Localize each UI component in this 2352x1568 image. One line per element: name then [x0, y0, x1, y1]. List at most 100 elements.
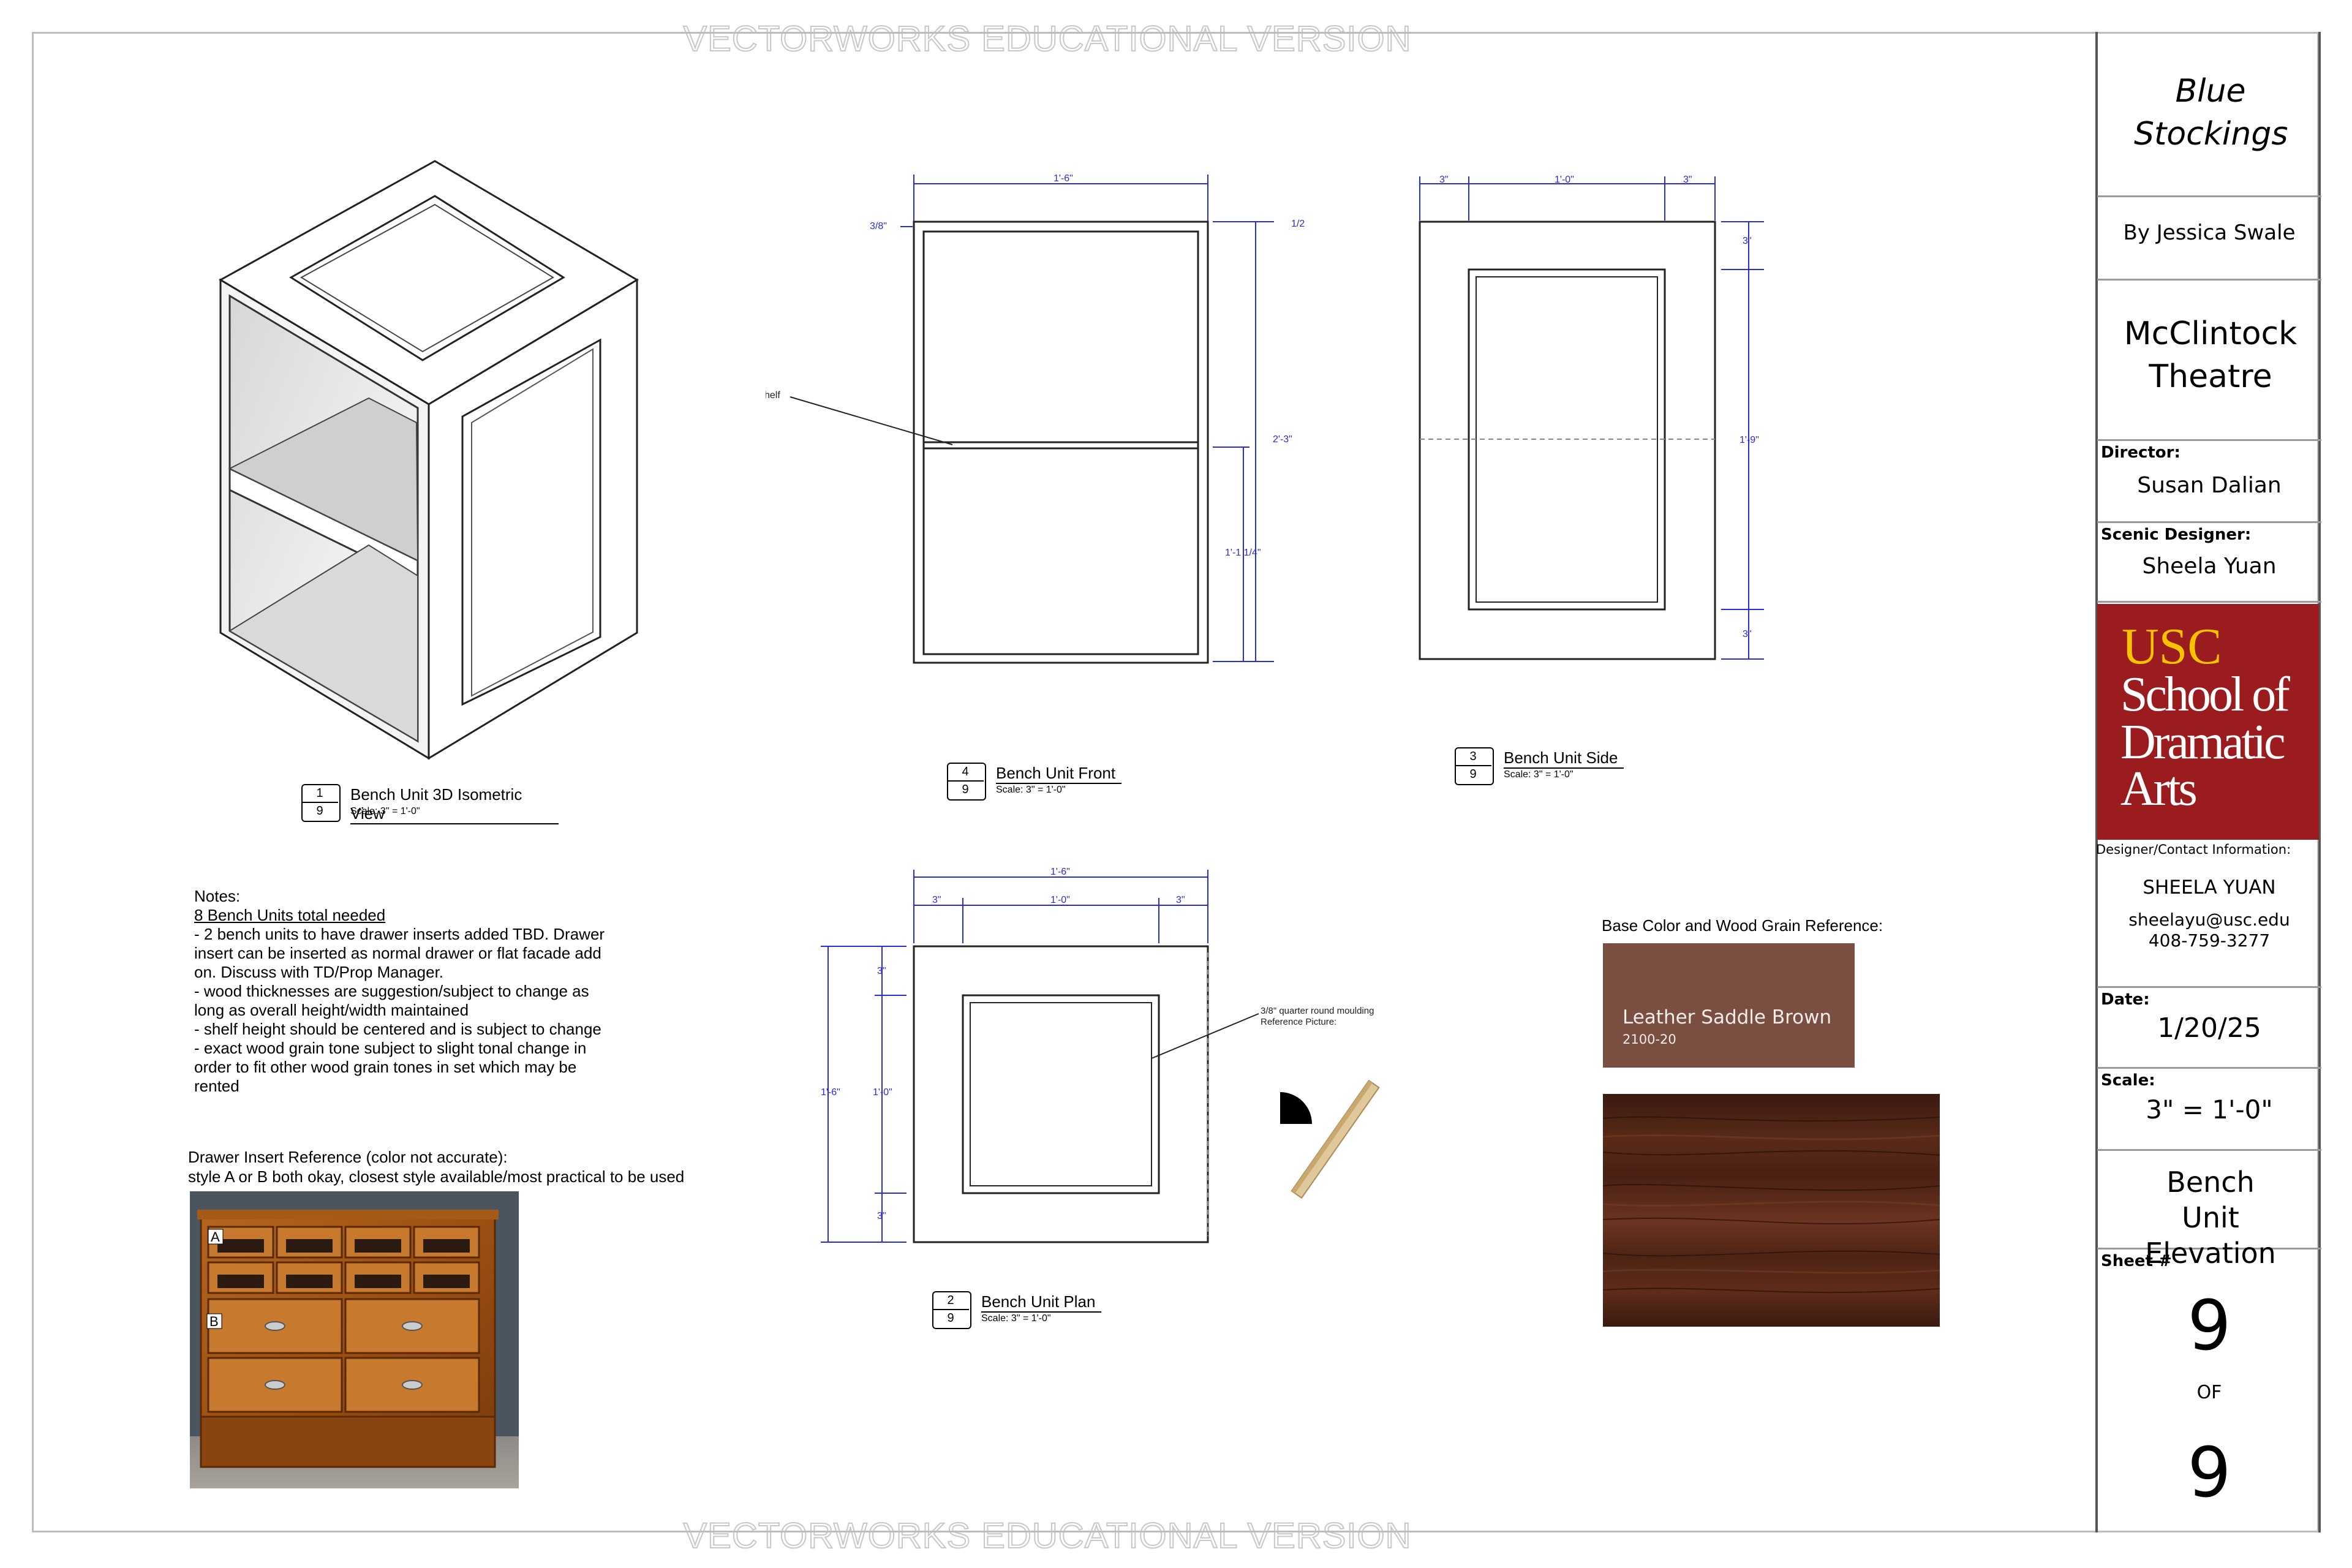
- color-swatch-name: Leather Saddle Brown: [1623, 1006, 1832, 1028]
- front-view-scale: Scale: 3" = 1'-0": [996, 785, 1066, 795]
- school-logo: USC School of Dramatic Arts: [2097, 604, 2319, 840]
- side-view-number: 3: [1469, 750, 1477, 763]
- plan-bottom-dim: 3": [877, 1211, 886, 1221]
- iso-view-sheet: 9: [316, 804, 323, 818]
- notes-line: order to fit other wood grain tones in s…: [194, 1058, 577, 1076]
- plan-depth-dim: 1'-6": [821, 1087, 840, 1098]
- front-width-dim: 1'-6": [1054, 173, 1073, 184]
- iso-view-drawing: [218, 160, 639, 760]
- front-view-drawing: 1'-6" 3/8" 1/2" 2'-3" 1'-1 1/4" shelf: [766, 173, 1305, 664]
- plan-left-dim: 3": [932, 895, 941, 905]
- tb-author: By Jessica Swale: [2097, 197, 2321, 281]
- side-mid-dim: 1'-0": [1555, 175, 1574, 185]
- plan-view-number: 2: [947, 1294, 954, 1307]
- iso-view-tag: 1 9 Bench Unit 3D Isometric View Scale: …: [301, 784, 559, 824]
- front-shelf-height-dim: 1'-1 1/4": [1225, 548, 1261, 558]
- drawer-ref-line-1: Drawer Insert Reference (color not accur…: [188, 1148, 508, 1166]
- notes-line: - wood thicknesses are suggestion/subjec…: [194, 982, 589, 1000]
- side-right-dim: 3": [1683, 175, 1692, 185]
- iso-view-title: Bench Unit 3D Isometric View: [350, 785, 559, 824]
- side-view-title: Bench Unit Side: [1504, 748, 1624, 769]
- notes-line: - 2 bench units to have drawer inserts a…: [194, 925, 605, 943]
- plan-view-title: Bench Unit Plan: [981, 1292, 1102, 1313]
- side-bottom-dim: 3": [1743, 629, 1752, 639]
- logo-line-3: Dramatic: [2120, 715, 2286, 769]
- notes-underlined: 8 Bench Units total needed: [194, 906, 386, 924]
- tb-contact: Designer/Contact Information: SHEELA YUA…: [2096, 840, 2321, 988]
- wood-grain-reference: [1603, 1094, 1940, 1327]
- plan-view-sheet: 9: [947, 1311, 954, 1325]
- notes-line: on. Discuss with TD/Prop Manager.: [194, 963, 444, 981]
- quarter-round-profile-icon: [1280, 1092, 1312, 1124]
- sheet-number: 9: [2187, 1286, 2231, 1366]
- color-ref-heading: Base Color and Wood Grain Reference:: [1602, 916, 1883, 935]
- notes-line: rented: [194, 1077, 239, 1095]
- front-view-sheet: 9: [962, 783, 969, 796]
- plan-mid-dim: 1'-0": [1050, 895, 1070, 905]
- drawing-title: Bench Unit Elevation: [2145, 1166, 2276, 1270]
- tb-scale: Scale: 3" = 1'-0": [2097, 1069, 2321, 1151]
- drawer-marker-b: B: [209, 1314, 219, 1329]
- drawer-ref-line-2: style A or B both okay, closest style av…: [188, 1167, 685, 1186]
- front-view-title: Bench Unit Front: [996, 764, 1122, 784]
- plan-view-tag: 2 9 Bench Unit Plan Scale: 3" = 1'-0": [932, 1291, 1189, 1329]
- sheet-label: Sheet #: [2101, 1252, 2172, 1270]
- drawer-reference-photo: A B: [190, 1191, 519, 1488]
- side-left-dim: 3": [1439, 175, 1449, 185]
- sheet-total: 9: [2187, 1433, 2231, 1513]
- notes-line: long as overall height/width maintained: [194, 1001, 469, 1019]
- front-height-dim: 2'-3": [1273, 434, 1292, 445]
- author: By Jessica Swale: [2123, 221, 2296, 245]
- iso-view-number: 1: [316, 786, 323, 800]
- notes-line: - exact wood grain tone subject to sligh…: [194, 1039, 587, 1057]
- contact-label: Designer/Contact Information:: [2096, 842, 2291, 857]
- front-half-dim: 1/2": [1291, 219, 1305, 229]
- side-view-drawing: 3" 1'-0" 3" 3" 1'-9" 3": [1419, 175, 1764, 660]
- side-view-sheet: 9: [1469, 767, 1477, 781]
- show-title: Blue Stockings: [2134, 73, 2288, 153]
- notes-heading: Notes:: [194, 887, 241, 905]
- plan-view-drawing: 1'-6" 3" 1'-0" 3" 1'-6" 3" 1'-0" 3" 3/8"…: [821, 867, 1380, 1243]
- side-view-tag: 3 9 Bench Unit Side Scale: 3" = 1'-0": [1455, 747, 1712, 785]
- notes-block: Notes: 8 Bench Units total needed - 2 be…: [194, 887, 623, 1096]
- side-view-scale: Scale: 3" = 1'-0": [1504, 769, 1574, 780]
- sheet-of: OF: [2196, 1382, 2222, 1403]
- front-view-number: 4: [962, 765, 969, 778]
- contact-phone: 408-759-3277: [2148, 930, 2271, 951]
- contact-email: sheelayu@usc.edu: [2128, 910, 2290, 930]
- tb-show-title: Blue Stockings: [2097, 34, 2321, 197]
- iso-view-scale: Scale: 3" = 1'-0": [350, 806, 420, 816]
- plan-right-dim: 3": [1176, 895, 1185, 905]
- date-label: Date:: [2101, 990, 2150, 1009]
- notes-line: - shelf height should be centered and is…: [194, 1020, 601, 1038]
- tb-venue: McClintock Theatre: [2097, 281, 2321, 441]
- scale-label: Scale:: [2101, 1071, 2155, 1090]
- director-label: Director:: [2101, 443, 2180, 462]
- front-view-tag: 4 9 Bench Unit Front Scale: 3" = 1'-0": [947, 763, 1204, 801]
- director: Susan Dalian: [2137, 473, 2282, 498]
- logo-line-4: Arts: [2120, 762, 2198, 816]
- drawer-marker-a: A: [211, 1229, 220, 1245]
- watermark-top: VECTORWORKS EDUCATIONAL VERSION: [682, 18, 1412, 59]
- tb-date: Date: 1/20/25: [2097, 988, 2321, 1069]
- tb-sheet: Sheet # 9 OF 9: [2097, 1250, 2321, 1531]
- scale: 3" = 1'-0": [2146, 1095, 2273, 1125]
- watermark-bottom: VECTORWORKS EDUCATIONAL VERSION: [682, 1515, 1412, 1556]
- scenic-designer-label: Scenic Designer:: [2101, 526, 2252, 544]
- tb-drawing-title: Bench Unit Elevation: [2097, 1151, 2321, 1270]
- tb-scenic: Scenic Designer: Sheela Yuan: [2097, 523, 2321, 603]
- color-swatch: Leather Saddle Brown 2100-20: [1603, 943, 1855, 1068]
- plan-view-scale: Scale: 3" = 1'-0": [981, 1313, 1051, 1324]
- front-top-thk-dim: 3/8": [870, 221, 887, 232]
- title-block-frame: [2095, 32, 2321, 1532]
- moulding-ref-note: Reference Picture:: [1261, 1017, 1336, 1027]
- scenic-designer: Sheela Yuan: [2142, 554, 2277, 579]
- contact-name: SHEELA YUAN: [2143, 876, 2276, 899]
- tb-director: Director: Susan Dalian: [2097, 441, 2321, 523]
- notes-line: insert can be inserted as normal drawer …: [194, 944, 601, 962]
- date: 1/20/25: [2157, 1012, 2261, 1044]
- plan-top-dim: 3": [877, 966, 886, 976]
- plan-width-dim: 1'-6": [1050, 867, 1070, 877]
- side-height-dim: 1'-9": [1740, 435, 1759, 445]
- logo-usc: USC: [2122, 618, 2222, 675]
